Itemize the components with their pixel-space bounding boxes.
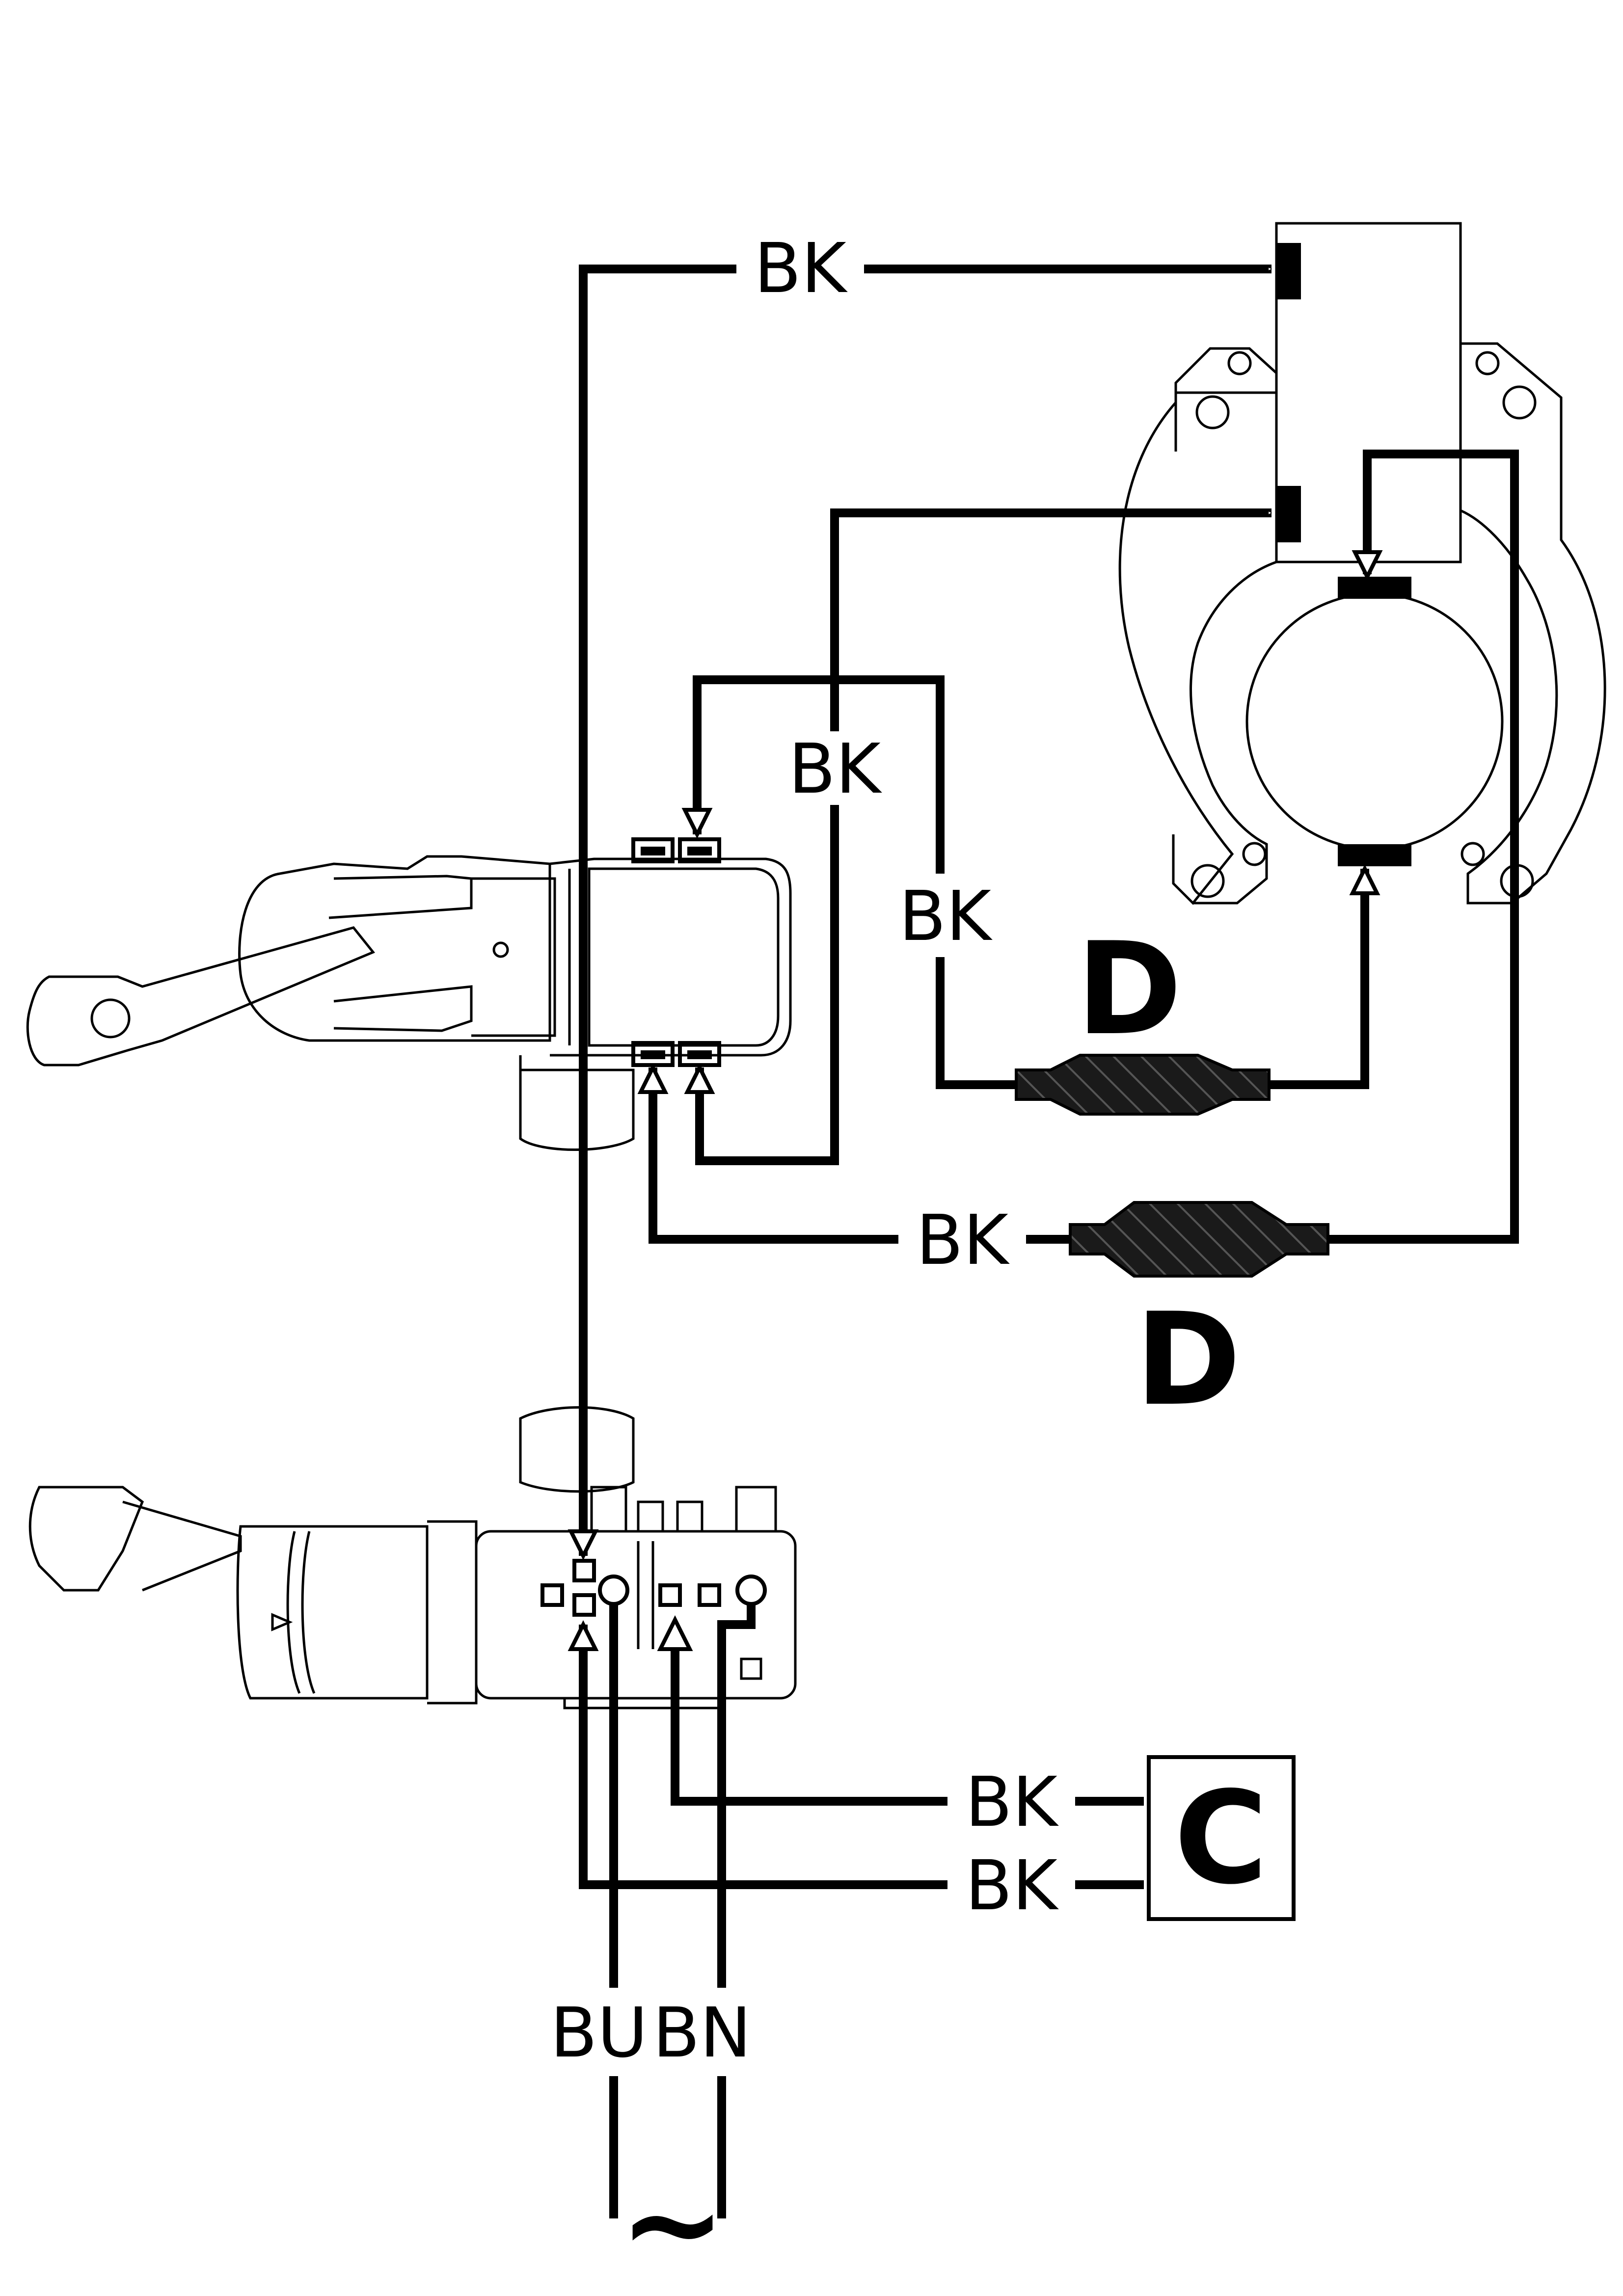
label-d-upper: D	[1076, 915, 1182, 1064]
wire-bk-right	[693, 675, 945, 874]
wire-bk-mid-b	[830, 508, 1271, 731]
ac-supply-symbol: ~	[619, 2150, 726, 2296]
label-bk-top: BK	[754, 229, 848, 309]
wire-bk-cap-2	[579, 1625, 947, 1889]
stator-hole	[1242, 842, 1267, 866]
motor-assembly	[1118, 222, 1606, 905]
label-bk-lower: BK	[916, 1201, 1010, 1281]
label-bk-cap-2: BK	[965, 1846, 1059, 1926]
stator-hole	[1475, 351, 1500, 375]
label-bu: BU	[550, 1993, 648, 2073]
label-bk-cap-1: BK	[965, 1762, 1059, 1842]
power-switch	[28, 1406, 797, 1709]
stator-hole	[1461, 842, 1485, 866]
brush-top	[1338, 577, 1411, 599]
wire-bn	[717, 1605, 756, 1988]
label-bk-mid: BK	[788, 729, 882, 809]
field-terminal-lower	[1276, 486, 1301, 542]
suppressor-upper	[1015, 1054, 1271, 1116]
wire-d-upper-to-brush	[1269, 869, 1369, 1089]
wires	[579, 265, 1519, 2218]
terminal-arrows	[568, 550, 1383, 1651]
stator-hole	[1227, 351, 1252, 375]
armature-circle	[1245, 592, 1504, 851]
cable-tag	[26, 926, 376, 1067]
upper-connector	[26, 837, 792, 1151]
stator-hole	[1502, 385, 1537, 420]
suppressor-lower	[1069, 1201, 1329, 1278]
wire-bk-lower	[649, 1068, 898, 1244]
stator-hole	[1195, 395, 1230, 429]
brush-bottom	[1338, 844, 1411, 866]
wire-bk-top	[579, 265, 736, 1556]
wire-bk-mid	[695, 805, 839, 1165]
switch-cable-tag	[28, 1486, 144, 1592]
wire-bk-cap-1	[671, 1625, 947, 1806]
field-terminal-upper	[1276, 243, 1301, 299]
label-bk-right: BK	[899, 877, 993, 957]
label-d-lower: D	[1135, 1286, 1241, 1434]
wire-bk-right-b	[936, 957, 1016, 1089]
stator-outline	[1118, 388, 1277, 905]
capacitor-box	[1147, 1755, 1296, 1921]
label-capacitor: C	[1174, 1764, 1268, 1913]
label-bn: BN	[653, 1993, 752, 2073]
wire-d-lower-to-brush	[1328, 450, 1519, 1244]
stator-hole	[1190, 864, 1225, 898]
